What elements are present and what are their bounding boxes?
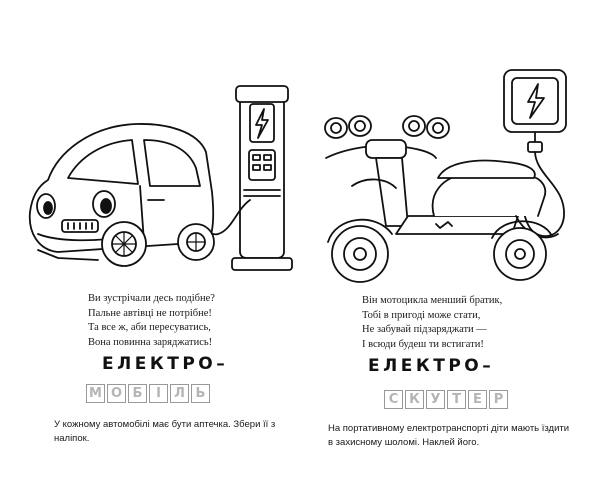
letter-cell: І: [149, 384, 168, 403]
letter-cell: Т: [447, 390, 466, 409]
poem-line: Не забувай підзаряджати —: [362, 324, 487, 336]
right-word-cells: С К У Т Е Р: [384, 390, 510, 409]
right-page: Він мотоцикла менший братик, Тобі в приг…: [300, 0, 600, 479]
left-task-text: У кожному автомобілі має бути аптечка. З…: [54, 419, 276, 444]
poem-line: Ви зустрічали десь подібне?: [88, 293, 215, 304]
lightning-bolt-icon: [255, 108, 269, 139]
poem-line: Та все ж, аби пересуватись,: [88, 322, 211, 334]
car-body: [28, 123, 215, 267]
poem-line: І всюди будеш ти встигати!: [362, 338, 484, 350]
letter-cell: Б: [128, 384, 147, 403]
electric-scooter-illustration: [324, 69, 567, 283]
poem-line: Він мотоцикла менший братик,: [362, 295, 503, 306]
scooter-body: [324, 115, 559, 283]
charger-box: [503, 69, 567, 238]
letter-cell: Л: [170, 384, 189, 403]
left-title: ЕЛЕКТРО–: [102, 354, 229, 374]
letter-cell: О: [107, 384, 126, 403]
left-poem: Ви зустрічали десь подібне? Пальне автів…: [88, 292, 215, 350]
right-title: ЕЛЕКТРО–: [368, 356, 495, 376]
lightning-bolt-icon: [527, 83, 545, 119]
letter-cell: К: [405, 390, 424, 409]
letter-cell: М: [86, 384, 105, 403]
left-page: Ви зустрічали десь подібне? Пальне автів…: [28, 85, 293, 444]
letter-cell: Е: [468, 390, 487, 409]
electric-car-illustration: [28, 85, 293, 271]
poem-line: Тобі в пригоді може стати,: [362, 309, 481, 321]
letter-cell: У: [426, 390, 445, 409]
letter-cell: Ь: [191, 384, 210, 403]
right-poem: Він мотоцикла менший братик, Тобі в приг…: [362, 294, 502, 352]
poem-line: Пальне автівці не потрібне!: [88, 307, 212, 319]
letter-cell: С: [384, 390, 403, 409]
letter-cell: Р: [489, 390, 508, 409]
poem-line: Вона повинна заряджатись!: [88, 336, 213, 348]
left-word-cells: М О Б І Л Ь: [86, 384, 212, 403]
right-task-text: На портативному електротранспорті діти м…: [328, 423, 570, 448]
